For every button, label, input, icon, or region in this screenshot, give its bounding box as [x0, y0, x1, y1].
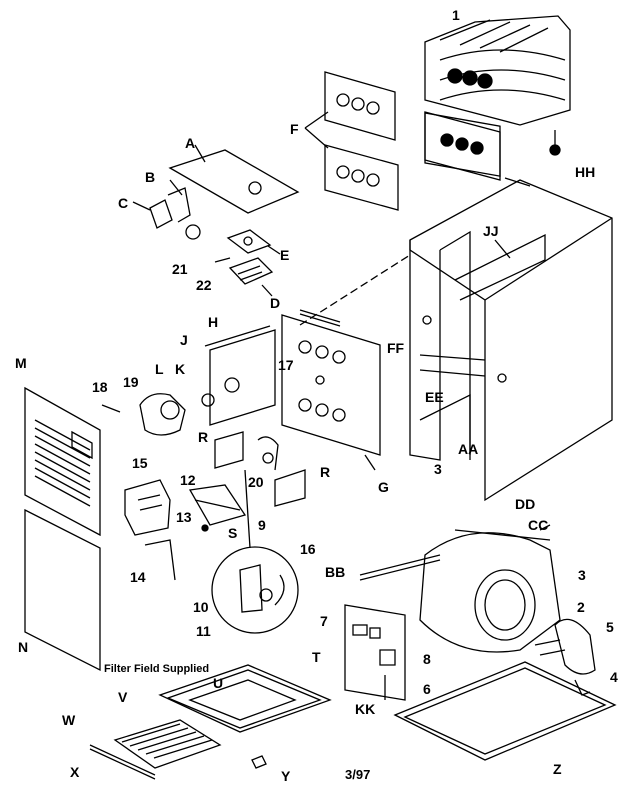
- plate-a: [168, 144, 300, 214]
- label-17: 17: [278, 357, 294, 373]
- label-r2: R: [320, 464, 331, 480]
- label-3a: 3: [434, 461, 442, 477]
- label-bb: BB: [325, 564, 346, 580]
- filter-note: Filter Field Supplied: [104, 663, 210, 675]
- label-1: 1: [452, 7, 460, 23]
- label-w: W: [62, 712, 76, 728]
- label-m: M: [15, 355, 27, 371]
- door-m: [24, 386, 101, 537]
- rail-x: [89, 744, 156, 780]
- label-13: 13: [176, 509, 192, 525]
- label-9: 9: [258, 517, 266, 533]
- label-4: 4: [610, 669, 618, 685]
- detail-circle: [211, 469, 299, 634]
- part-d: [214, 257, 274, 297]
- label-d: D: [270, 295, 281, 311]
- label-v: V: [118, 689, 128, 705]
- blower-motor: [534, 618, 596, 696]
- label-a: A: [185, 135, 196, 151]
- burner-assembly: [188, 484, 247, 532]
- label-5: 5: [606, 619, 614, 635]
- label-ff: FF: [387, 340, 405, 356]
- label-f: F: [290, 121, 299, 137]
- label-n: N: [18, 639, 29, 655]
- label-20: 20: [248, 474, 264, 490]
- label-22: 22: [196, 277, 212, 293]
- label-16: 16: [300, 541, 316, 557]
- blower-housing: [359, 524, 561, 653]
- burner-panel: [281, 314, 381, 471]
- rail-ff: [299, 309, 341, 327]
- label-h: H: [208, 314, 219, 330]
- label-8: 8: [423, 651, 431, 667]
- gasket-e: [226, 229, 281, 255]
- label-j: J: [180, 332, 188, 348]
- label-c: C: [118, 195, 129, 211]
- plate-r: [214, 431, 306, 507]
- filter-rack: [158, 664, 332, 733]
- label-hh: HH: [575, 164, 596, 180]
- label-cc: CC: [528, 517, 549, 533]
- label-14: 14: [130, 569, 146, 585]
- label-kk: KK: [355, 701, 376, 717]
- base-plate-z: [393, 661, 617, 761]
- label-u: U: [213, 675, 224, 691]
- label-x: X: [70, 764, 80, 780]
- panel-f: [304, 71, 399, 211]
- inducer-blower: [101, 393, 215, 436]
- furnace-cabinet: [299, 177, 613, 502]
- label-k: K: [175, 361, 186, 377]
- label-6: 6: [423, 681, 431, 697]
- control-board: [344, 604, 406, 701]
- footer-date: 3/97: [345, 767, 371, 782]
- door-n: [24, 508, 101, 672]
- label-18: 18: [92, 379, 108, 395]
- label-r1: R: [198, 429, 209, 445]
- label-21: 21: [172, 261, 188, 277]
- label-e: E: [280, 247, 290, 263]
- label-jj: JJ: [483, 223, 499, 239]
- label-19: 19: [123, 374, 139, 390]
- label-3b: 3: [578, 567, 586, 583]
- gas-valve: [124, 479, 176, 581]
- inducer-plate: [204, 325, 276, 426]
- label-aa: AA: [458, 441, 479, 457]
- label-s: S: [228, 525, 238, 541]
- label-t: T: [312, 649, 321, 665]
- label-l: L: [155, 361, 164, 377]
- label-z: Z: [553, 761, 562, 777]
- label-12: 12: [180, 472, 196, 488]
- filter-v: [113, 719, 222, 769]
- heat-exchanger: [424, 15, 571, 181]
- label-ee: EE: [425, 389, 444, 405]
- label-10: 10: [193, 599, 209, 615]
- label-11: 11: [196, 623, 211, 639]
- label-g: G: [378, 479, 389, 495]
- bracket-bc: [132, 179, 201, 240]
- label-b: B: [145, 169, 156, 185]
- label-2: 2: [577, 599, 585, 615]
- label-dd: DD: [515, 496, 536, 512]
- label-15: 15: [132, 455, 148, 471]
- clip-y: [251, 755, 267, 769]
- label-y: Y: [281, 768, 291, 784]
- label-7: 7: [320, 613, 328, 629]
